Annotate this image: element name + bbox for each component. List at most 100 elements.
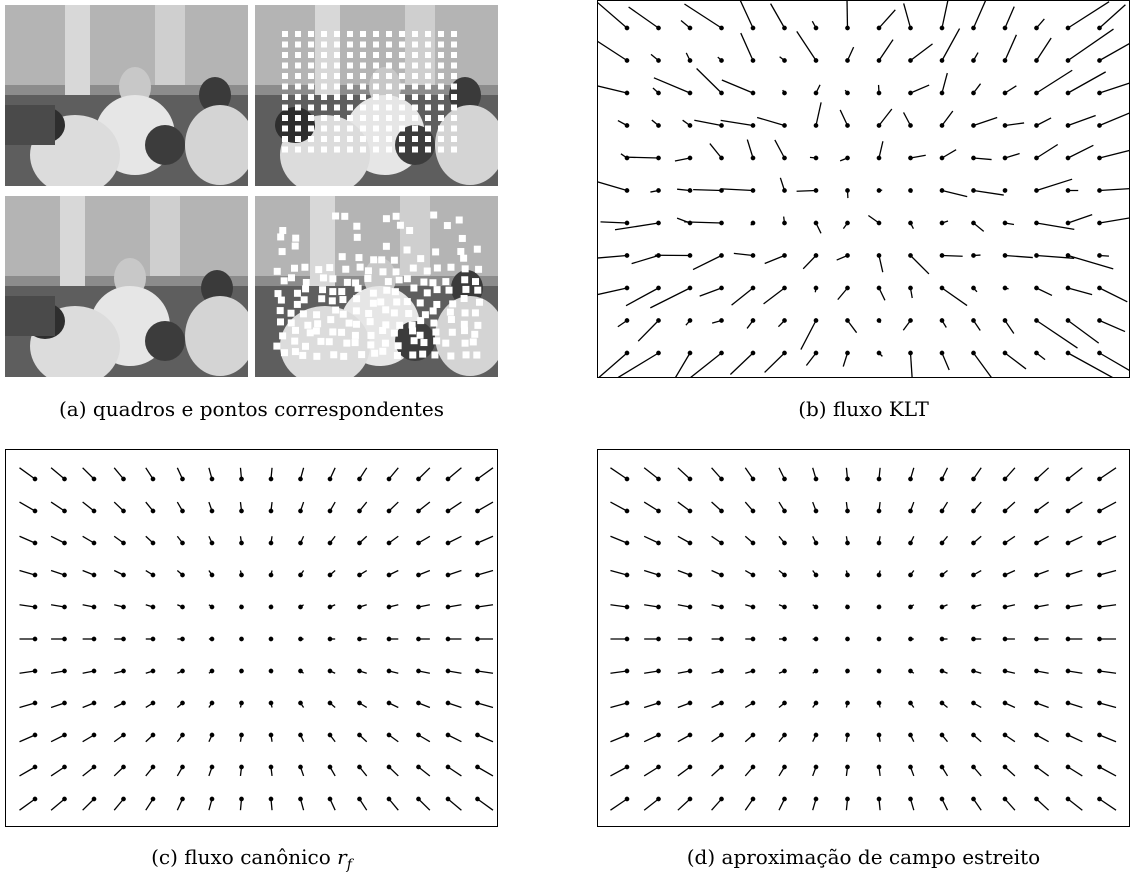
tracked-point	[329, 275, 337, 283]
klt-point	[908, 25, 913, 31]
flow-point	[62, 732, 67, 738]
flow-vector	[477, 702, 494, 709]
flow-point	[91, 636, 97, 642]
tracked-point	[408, 321, 416, 329]
flow-point	[1002, 732, 1008, 738]
tracked-point	[282, 115, 288, 121]
tracked-point	[295, 104, 301, 111]
klt-point	[1034, 220, 1039, 226]
klt-point	[1034, 25, 1039, 31]
klt-vector	[839, 109, 849, 126]
flow-point	[150, 508, 156, 514]
klt-point	[971, 188, 976, 193]
flow-point	[239, 604, 244, 610]
tracked-point	[475, 298, 483, 306]
flow-vector	[610, 467, 628, 480]
tracked-point	[448, 328, 456, 336]
tracked-point	[347, 52, 353, 58]
klt-point	[1097, 318, 1102, 323]
klt-point	[813, 350, 819, 356]
klt-point	[845, 188, 850, 193]
tracked-point	[273, 342, 281, 350]
klt-point	[656, 285, 661, 291]
tracked-point	[334, 41, 340, 48]
flow-point	[687, 764, 693, 770]
flow-point	[1097, 796, 1102, 802]
klt-point	[782, 188, 787, 193]
flow-point	[1097, 636, 1102, 642]
tracked-point	[462, 285, 470, 293]
klt-vector	[625, 287, 659, 307]
tracked-point	[399, 94, 405, 100]
tracked-point	[279, 332, 287, 340]
klt-point	[939, 220, 945, 226]
flow-point	[876, 508, 882, 514]
klt-vector	[796, 31, 817, 61]
tracked-point	[386, 94, 392, 100]
klt-point	[939, 318, 945, 323]
tracked-point	[403, 275, 411, 283]
tracked-point	[451, 83, 457, 90]
klt-vector	[941, 254, 963, 257]
klt-vector	[878, 108, 893, 126]
klt-vector	[1099, 352, 1130, 372]
flow-vector	[1004, 467, 1016, 480]
flow-point	[845, 732, 850, 738]
tracked-point	[347, 62, 353, 69]
flow-point	[209, 572, 215, 578]
tracked-point	[399, 31, 405, 37]
tracked-point	[461, 276, 469, 284]
flow-point	[624, 796, 630, 802]
klt-point	[971, 58, 976, 63]
klt-vector	[1099, 187, 1130, 192]
tracked-point	[461, 309, 469, 317]
tracked-point	[282, 41, 288, 48]
klt-vector	[597, 1, 628, 29]
flow-point	[1034, 540, 1039, 546]
tracked-point	[291, 348, 299, 356]
tracked-point	[295, 136, 301, 142]
klt-point	[971, 220, 976, 226]
flow-point	[750, 732, 756, 738]
flow-point	[445, 732, 451, 738]
klt-point	[1097, 188, 1102, 193]
klt-vector	[637, 320, 659, 342]
flow-point	[750, 572, 756, 578]
tracked-point	[396, 321, 404, 329]
flow-point	[971, 732, 976, 738]
flow-point	[656, 764, 661, 770]
tracked-point	[460, 320, 468, 328]
tracked-point	[328, 297, 336, 305]
klt-vector	[764, 254, 785, 265]
flow-point	[298, 604, 303, 610]
flow-point	[32, 540, 38, 546]
flow-vector	[610, 798, 628, 811]
flow-point	[91, 732, 97, 738]
flow-point	[268, 668, 274, 674]
flow-point	[475, 540, 480, 546]
flow-vector	[19, 535, 36, 544]
flow-point	[1002, 604, 1008, 610]
klt-point	[719, 155, 724, 161]
flow-point	[939, 508, 945, 514]
flow-point	[656, 604, 661, 610]
klt-vector	[842, 352, 849, 367]
flow-point	[687, 668, 693, 674]
flow-vector	[19, 766, 36, 777]
tracked-point	[334, 104, 340, 111]
tracked-point	[347, 136, 353, 142]
tracked-point	[425, 41, 431, 48]
klt-point	[1065, 25, 1071, 31]
klt-point	[719, 188, 724, 193]
flow-point	[180, 572, 185, 578]
tracked-point	[299, 310, 307, 318]
klt-point	[813, 123, 819, 128]
flow-point	[298, 700, 303, 706]
tracked-point	[321, 136, 327, 142]
tracked-point	[416, 331, 424, 339]
klt-vector	[1035, 37, 1052, 61]
tracked-point	[447, 352, 455, 360]
flow-point	[1034, 668, 1039, 674]
tracked-point	[449, 300, 457, 308]
flow-point	[719, 572, 724, 578]
